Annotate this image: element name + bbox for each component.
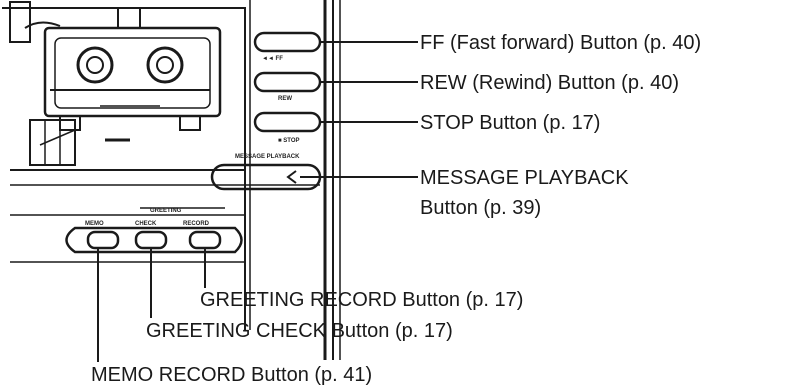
stop-button[interactable]: ■ STOP	[253, 111, 322, 144]
playback-key-label: MESSAGE PLAYBACK	[235, 154, 300, 160]
check-key-label: CHECK	[135, 221, 157, 227]
memo-record-button[interactable]	[86, 230, 120, 250]
greeting-record-callout: GREETING RECORD Button (p. 17)	[200, 289, 523, 311]
greeting-group-label: GREETING	[150, 208, 182, 214]
playback-callout-line1: MESSAGE PLAYBACK	[420, 167, 629, 189]
cassette-tape	[43, 26, 222, 131]
record-key-label: RECORD	[183, 221, 210, 227]
stop-callout: STOP Button (p. 17)	[420, 112, 600, 134]
greeting-check-button[interactable]	[134, 230, 168, 250]
greeting-record-button[interactable]	[188, 230, 222, 250]
leader-lines	[97, 41, 418, 362]
rew-callout: REW (Rewind) Button (p. 40)	[420, 72, 679, 94]
memo-record-callout: MEMO RECORD Button (p. 41)	[91, 364, 372, 386]
stop-key-label: ■ STOP	[278, 138, 300, 144]
greeting-check-callout: GREETING CHECK Button (p. 17)	[146, 320, 453, 342]
message-playback-button[interactable]: MESSAGE PLAYBACK	[210, 154, 322, 191]
memo-key-label: MEMO	[85, 221, 104, 227]
playback-callout-line2: Button (p. 39)	[420, 197, 541, 219]
ff-key-label: ◄◄ FF	[262, 56, 283, 62]
rew-button[interactable]: REW	[253, 71, 322, 102]
device-illustration: ◄◄ FF REW ■ STOP MESSAGE PLAYBACK GREETI…	[2, 0, 341, 360]
rew-key-label: REW	[278, 96, 292, 102]
ff-callout: FF (Fast forward) Button (p. 40)	[420, 32, 701, 54]
ff-button[interactable]: ◄◄ FF	[253, 31, 322, 62]
